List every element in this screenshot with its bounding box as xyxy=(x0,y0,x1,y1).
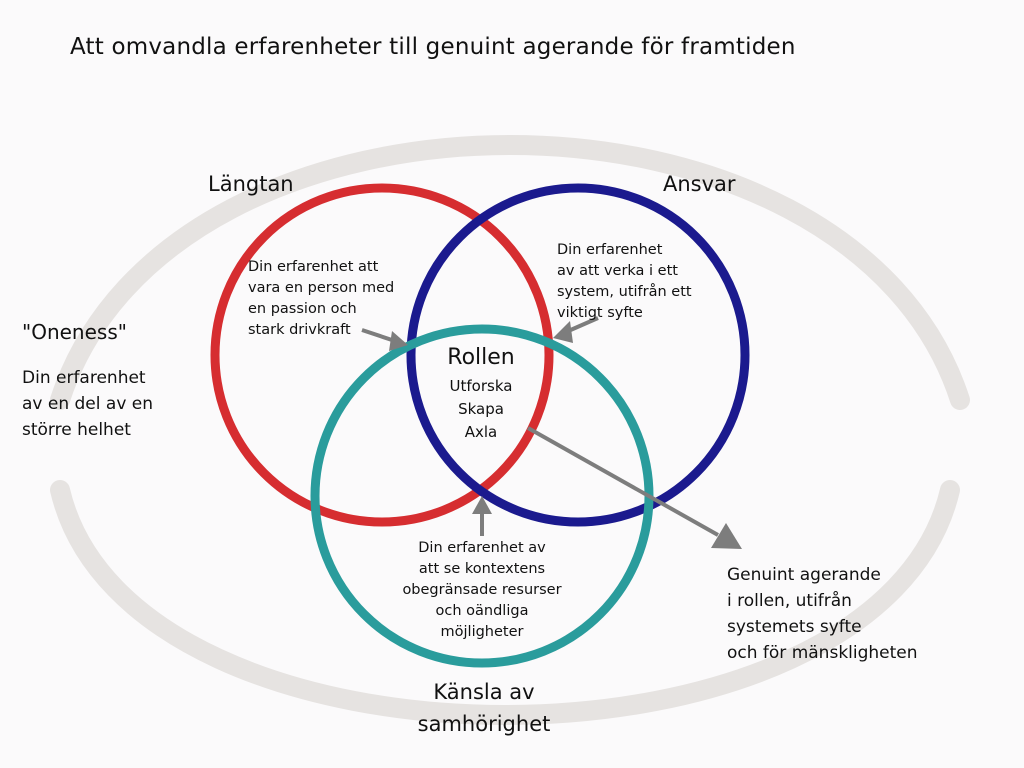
outcome-arrow xyxy=(527,426,742,549)
longing-arrow xyxy=(361,328,408,351)
center-items: Utforska Skapa Axla xyxy=(449,377,513,441)
responsibility-label: Ansvar xyxy=(663,172,736,196)
responsibility-circle xyxy=(406,183,750,527)
oneness-ring-top xyxy=(50,135,970,410)
outcome-description: Genuint agerande i rollen, utifrån syste… xyxy=(727,565,918,663)
oneness-description: Din erfarenhet av en del av en större he… xyxy=(22,368,154,440)
responsibility-arrow xyxy=(553,316,599,343)
center-heading: Rollen xyxy=(447,345,515,370)
longing-circle xyxy=(210,183,554,527)
oneness-heading: "Oneness" xyxy=(22,320,127,344)
longing-label: Längtan xyxy=(208,172,294,196)
longing-description: Din erfarenhet att vara en person med en… xyxy=(248,259,395,338)
oneness-ring-bottom xyxy=(50,480,960,725)
belonging-arrow xyxy=(472,496,492,536)
belonging-description: Din erfarenhet av att se kontextens obeg… xyxy=(402,540,562,640)
belonging-label: Känsla av samhörighet xyxy=(417,680,551,736)
page-title: Att omvandla erfarenheter till genuint a… xyxy=(70,34,796,60)
responsibility-description: Din erfarenhet av att verka i ett system… xyxy=(557,242,692,321)
